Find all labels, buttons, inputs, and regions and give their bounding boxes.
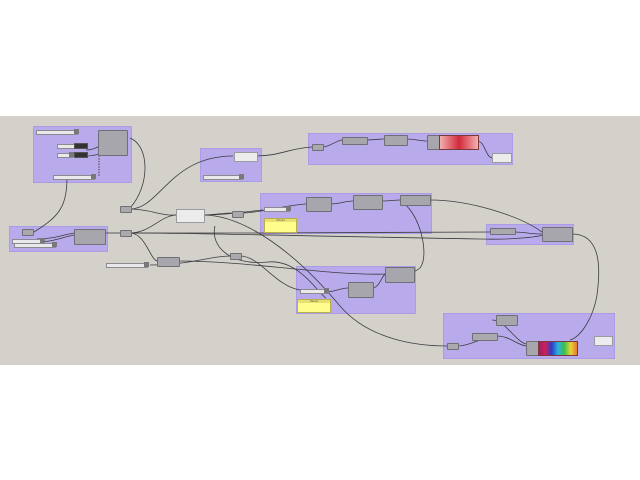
wire	[129, 232, 158, 262]
number-slider[interactable]	[106, 262, 149, 268]
param-component[interactable]	[22, 229, 34, 236]
number-slider[interactable]	[57, 152, 74, 158]
component-block[interactable]	[157, 257, 180, 267]
panel-header: Panel	[265, 219, 296, 222]
component-block[interactable]	[542, 227, 573, 242]
wire	[513, 231, 543, 235]
red-gradient-swatch[interactable]	[439, 135, 479, 150]
relay-node[interactable]	[232, 211, 244, 218]
number-slider[interactable]	[300, 288, 329, 294]
component-block[interactable]	[98, 130, 128, 156]
param-component[interactable]	[490, 228, 516, 235]
yellow-panel[interactable]: Panel	[264, 218, 297, 233]
wire	[321, 139, 343, 148]
grasshopper-canvas[interactable]: Panel Panel	[0, 116, 640, 365]
wire	[33, 175, 68, 233]
number-slider[interactable]	[14, 242, 57, 248]
yellow-panel[interactable]: Panel	[297, 299, 331, 313]
wire	[371, 273, 387, 289]
relay-node[interactable]	[120, 230, 132, 237]
number-slider[interactable]	[264, 206, 291, 212]
wire	[255, 146, 313, 157]
component-block[interactable]	[353, 195, 383, 210]
panel-header: Panel	[298, 300, 330, 303]
wire	[129, 155, 234, 210]
component-block[interactable]	[306, 197, 332, 212]
component-block[interactable]	[74, 229, 106, 245]
wire	[129, 214, 177, 234]
param-component[interactable]	[472, 333, 498, 341]
wire	[495, 335, 527, 347]
wire	[405, 138, 428, 142]
number-slider[interactable]	[203, 174, 244, 180]
data-panel[interactable]	[492, 153, 512, 163]
component-block[interactable]	[496, 315, 518, 326]
wire	[239, 255, 301, 291]
wire	[569, 233, 600, 341]
component-block[interactable]	[342, 137, 368, 145]
wire	[325, 287, 349, 293]
relay-node[interactable]	[230, 253, 242, 260]
wire	[202, 214, 448, 347]
boolean-toggle[interactable]	[74, 152, 88, 158]
wire	[129, 208, 177, 216]
data-panel[interactable]	[594, 336, 613, 346]
wire	[177, 260, 386, 275]
wire	[213, 225, 327, 299]
wire	[476, 140, 493, 159]
wire	[129, 232, 544, 240]
wire	[491, 319, 527, 345]
component-block[interactable]	[348, 282, 374, 298]
component-block[interactable]	[385, 267, 415, 283]
component-block[interactable]	[384, 135, 408, 146]
wire	[365, 138, 385, 141]
spectrum-gradient-swatch[interactable]	[538, 341, 578, 356]
relay-node[interactable]	[312, 144, 324, 151]
relay-node[interactable]	[120, 206, 132, 213]
number-slider[interactable]	[53, 174, 96, 180]
data-panel[interactable]	[234, 152, 258, 162]
relay-node[interactable]	[447, 343, 459, 350]
wire	[129, 137, 146, 209]
wire	[329, 200, 354, 205]
boolean-toggle[interactable]	[74, 143, 88, 149]
component-block[interactable]	[400, 195, 431, 206]
wire	[129, 231, 491, 234]
data-panel[interactable]	[176, 209, 205, 223]
number-slider[interactable]	[36, 129, 79, 135]
wire	[429, 199, 543, 233]
wire	[380, 199, 401, 202]
